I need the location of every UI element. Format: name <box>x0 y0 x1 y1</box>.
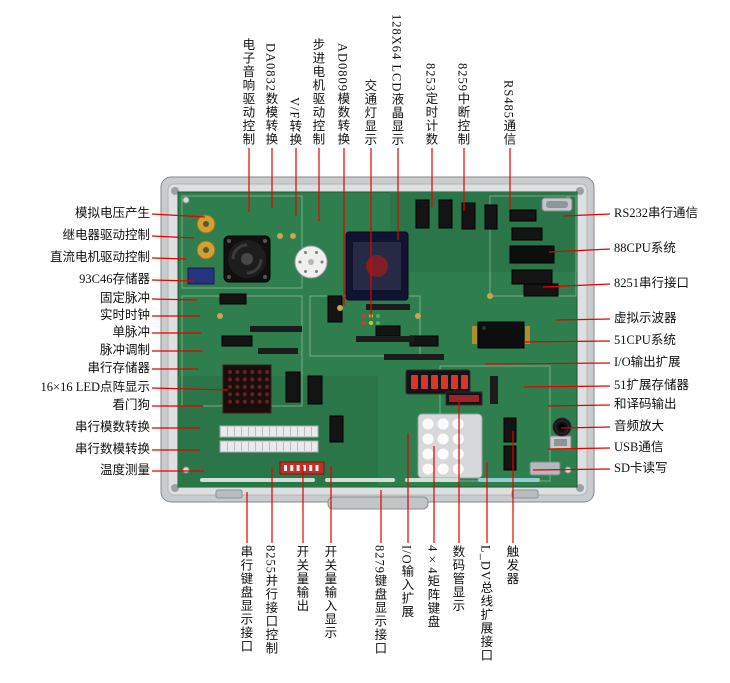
callout-label: 看门狗 <box>112 398 150 412</box>
top-labels: 电子音响驱动控制 DA0832数模转换 V/F转换步进电机驱动控制 AD0809模数转… <box>0 0 730 150</box>
bottom-labels: 串行键盘显示接口 8255并行接口控制 开关量输出开关量输入显示 8279键盘显示接口… <box>0 545 730 683</box>
silkscreen-text <box>200 478 540 482</box>
callout-label: 93C46存储器 <box>79 272 150 286</box>
pin-headers <box>250 304 498 404</box>
potentiometers <box>196 214 216 260</box>
callout-label: I/O输入扩展 <box>399 545 414 619</box>
callout-label: 和译码输出 <box>614 397 677 411</box>
callout-label: 串行键盘显示接口 <box>238 545 253 653</box>
callout-label: DA0832数模转换 <box>263 42 278 146</box>
callout-label: 8251串行接口 <box>614 276 690 290</box>
seven-segment-display <box>405 369 471 395</box>
callout-label: 温度测量 <box>99 463 150 477</box>
callout-label: RS485通信 <box>501 79 516 146</box>
dip-switch-red <box>279 461 325 475</box>
callout-label: AD0809模数转换 <box>335 42 350 146</box>
callout-label: 继电器驱动控制 <box>62 228 150 242</box>
callout-label: 8259中断控制 <box>455 63 470 146</box>
callout-label: I/O输出扩展 <box>614 355 681 369</box>
usb-port <box>549 435 572 450</box>
callout-label: 开关量输入显示 <box>322 545 337 640</box>
callout-label: 实时时钟 <box>99 308 150 322</box>
callout-label: 51CPU系统 <box>614 333 676 347</box>
callout-label: 电子音响驱动控制 <box>240 38 255 146</box>
sd-card-slot <box>529 461 561 476</box>
callout-label: V/F转换 <box>287 96 302 146</box>
callout-label: SD卡读写 <box>614 461 668 475</box>
keypad-4x4 <box>417 413 483 479</box>
callout-label: 串行模数转换 <box>74 420 150 434</box>
callout-label: 16×16 LED点阵显示 <box>40 380 150 394</box>
callout-label: 51扩展存储器 <box>614 378 690 392</box>
callout-label: RS232串行通信 <box>614 206 699 220</box>
callout-label: 串行存储器 <box>87 361 150 375</box>
cooling-fan <box>223 235 271 283</box>
callout-label: 串行数模转换 <box>74 442 150 456</box>
callout-label: 88CPU系统 <box>614 241 676 255</box>
carry-handle <box>327 496 429 510</box>
board-photo <box>160 176 595 512</box>
callout-label: 单脉冲 <box>112 325 150 339</box>
callout-label: 8253定时计数 <box>423 63 438 146</box>
callout-label: 音频放大 <box>614 419 665 433</box>
latch-left <box>215 489 243 499</box>
callout-label: USB通信 <box>614 440 664 454</box>
rotary-dial <box>294 245 328 279</box>
board-graphic <box>160 176 595 510</box>
cpu-8088-chip <box>509 245 555 264</box>
callout-label: L_DV总线扩展接口 <box>478 545 493 662</box>
audio-speaker <box>552 417 572 437</box>
relay <box>187 267 215 285</box>
db9-serial-port <box>541 197 573 212</box>
traffic-light-leds <box>362 314 380 325</box>
callout-label: 数码管显示 <box>450 545 465 613</box>
led-dot-matrix <box>222 364 272 414</box>
callout-label: 128X64 LCD液晶显示 <box>389 13 404 146</box>
callout-label: 固定脉冲 <box>99 291 150 305</box>
callout-label: 8255并行接口控制 <box>263 545 278 655</box>
callout-label: 4×4矩阵键盘 <box>425 545 440 629</box>
callout-label: 交通灯显示 <box>362 78 377 147</box>
callout-label: 脉冲调制 <box>99 343 150 357</box>
latch-right <box>511 489 539 499</box>
callout-label: 步进电机驱动控制 <box>310 38 325 146</box>
terminal-blocks <box>219 425 319 453</box>
callout-label: 模拟电压产生 <box>74 206 150 220</box>
callout-label: 直流电机驱动控制 <box>49 250 150 264</box>
small-digit-display <box>445 391 483 406</box>
lcd-display <box>345 231 409 301</box>
cpu-51-chip <box>472 321 530 349</box>
callout-label: 8279键盘显示接口 <box>372 545 387 655</box>
callout-label: 开关量输出 <box>294 545 309 613</box>
capacitors <box>217 233 493 319</box>
callout-label: 虚拟示波器 <box>614 311 677 325</box>
callout-label: 触发器 <box>504 545 519 586</box>
